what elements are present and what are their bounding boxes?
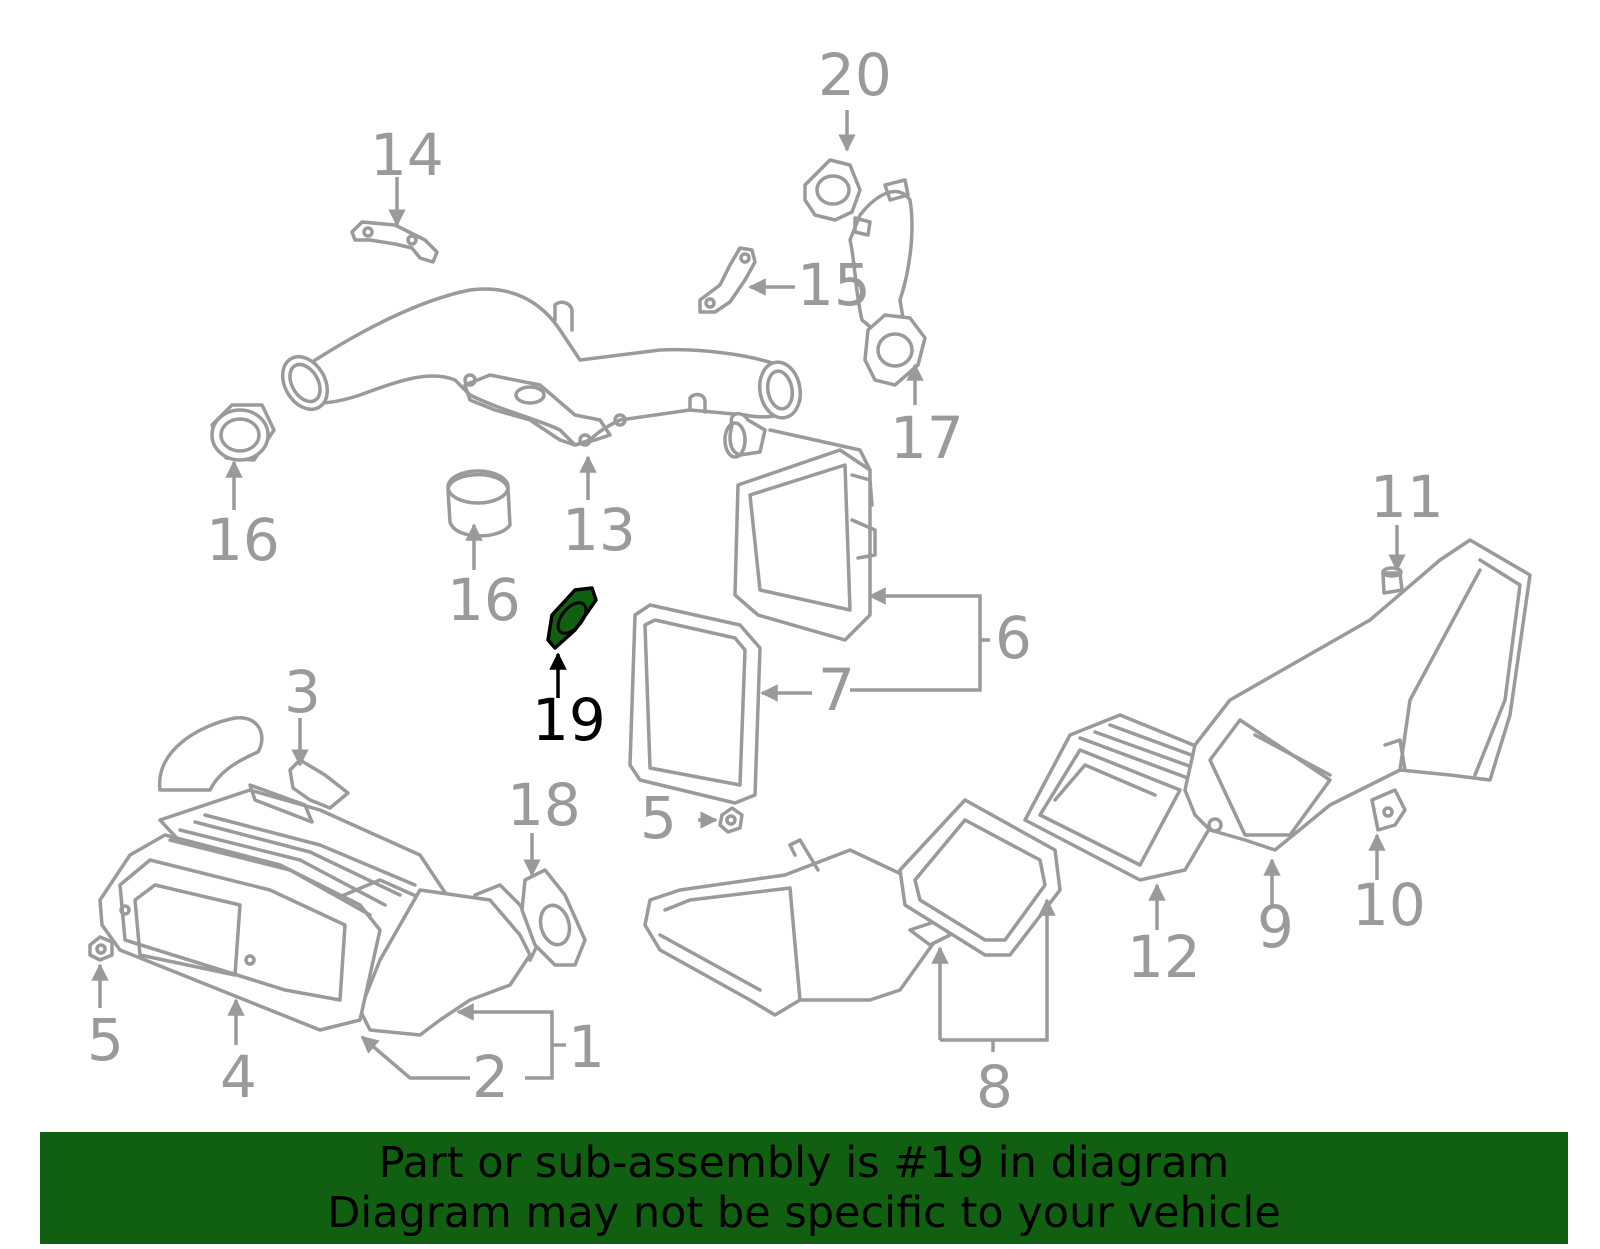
callout-11: 11	[1370, 463, 1444, 531]
callout-6: 6	[995, 604, 1032, 672]
callout-16-right: 16	[447, 566, 521, 634]
callout-14: 14	[370, 121, 444, 189]
callout-19: 19	[532, 686, 606, 754]
callout-13: 13	[562, 496, 636, 564]
intercooler-part-6	[723, 412, 877, 642]
gasket-part-7	[628, 603, 762, 805]
callout-15: 15	[797, 251, 871, 319]
leader-lines	[91, 110, 1406, 1080]
callout-3: 3	[284, 658, 321, 726]
coupler-part-16-right	[446, 469, 512, 538]
lower-duct-part-8	[643, 798, 1062, 1017]
callout-7: 7	[818, 656, 855, 724]
banner-line-part: Part or sub-assembly is #19 in diagram	[378, 1138, 1230, 1188]
coupler-part-16-left	[210, 403, 276, 462]
clip-part-5-left	[88, 935, 114, 962]
callout-17: 17	[890, 404, 964, 472]
gasket-part-18	[520, 868, 587, 967]
callout-12: 12	[1127, 923, 1201, 991]
callout-18: 18	[507, 771, 581, 839]
callout-8: 8	[976, 1053, 1013, 1121]
callout-16-left: 16	[206, 506, 280, 574]
bracket-part-14	[350, 220, 439, 264]
callout-2: 2	[472, 1043, 509, 1111]
snorkel-duct-part-9	[1183, 538, 1532, 852]
callout-5-right: 5	[640, 784, 677, 852]
banner-line-disclaimer: Diagram may not be specific to your vehi…	[327, 1188, 1281, 1238]
callout-1: 1	[568, 1013, 605, 1081]
gasket-part-19-highlighted	[546, 586, 598, 650]
callout-9: 9	[1257, 893, 1294, 961]
callout-10: 10	[1352, 871, 1426, 939]
callout-labels: 20 14 15 17 16 13 16 6 7 11 3 19 18 5 5 …	[87, 41, 1444, 1121]
air-cleaner-assembly-part-1-2-4	[98, 716, 542, 1037]
bracket-part-3	[288, 758, 350, 810]
callout-5-left: 5	[87, 1006, 124, 1074]
bracket-part-10	[1370, 788, 1407, 832]
upper-duct-part-17-20	[803, 158, 927, 387]
clip-part-5-right	[718, 806, 744, 834]
callout-20: 20	[818, 41, 892, 109]
intake-pipe-part-13	[280, 287, 803, 447]
info-banner: Part or sub-assembly is #19 in diagram D…	[40, 1132, 1568, 1244]
bracket-part-15	[698, 246, 757, 314]
grommet-part-11	[1381, 566, 1404, 595]
callout-4: 4	[220, 1043, 257, 1111]
